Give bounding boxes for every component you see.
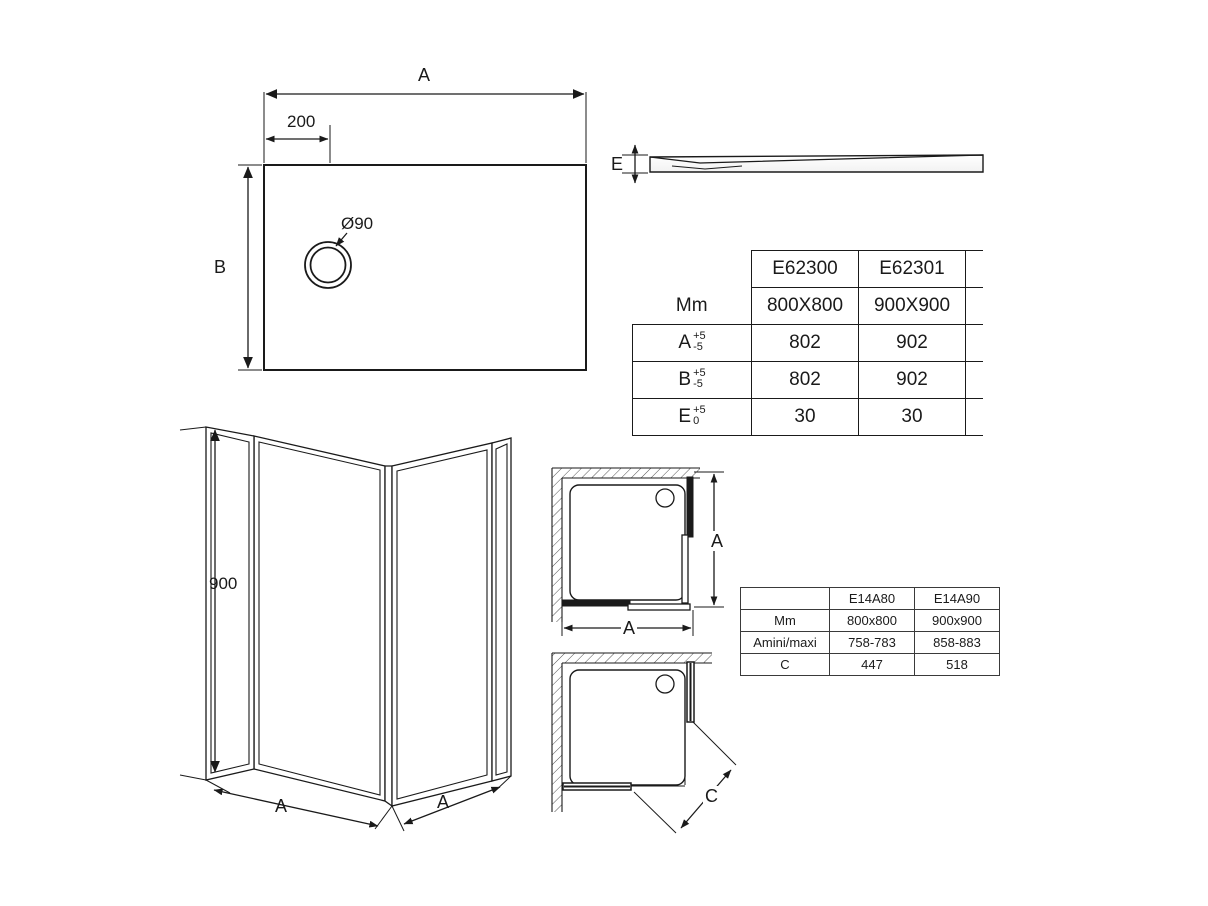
tolerance-stack: +5-5 xyxy=(693,329,706,353)
table-main-corner-blank xyxy=(633,251,752,288)
tray-dim-200-label: 200 xyxy=(287,112,316,131)
drain-diameter-label: Ø90 xyxy=(341,214,374,233)
table-main-size-2-cut xyxy=(965,287,983,325)
row-letter: A xyxy=(678,332,692,353)
table-main-row-1-label: B+5-5 xyxy=(632,361,752,399)
tray-section-body xyxy=(649,154,984,173)
row-letter: E xyxy=(678,406,692,427)
plan-top-wall-outline xyxy=(551,467,700,622)
dim-iso-a-right-ext2 xyxy=(391,805,405,832)
plan-bottom-dim-c-label: C xyxy=(703,786,720,806)
drain-inner-circle xyxy=(309,246,347,284)
table-sec-row-0-val-1: 858-883 xyxy=(914,631,1000,654)
dim-c-leader-upper xyxy=(692,721,737,766)
plan-bottom-wall-outline xyxy=(551,652,712,812)
plan-top-drain-icon xyxy=(655,488,675,508)
table-row: Amini/maxi 758-783 858-883 xyxy=(740,631,1000,654)
plan-top-dim-a-vertical-label: A xyxy=(709,531,726,551)
table-sec-unit-row: Mm 800x800 900x900 xyxy=(740,609,1000,632)
enclosure-corner-post xyxy=(384,465,393,808)
enclosure-width-right-label: A xyxy=(437,792,450,812)
table-row: A+5-5 802 902 xyxy=(632,324,983,362)
table-main-col-0-code: E62300 xyxy=(751,250,859,288)
drain-leader-line xyxy=(335,232,348,247)
enclosure-height-label: 900 xyxy=(209,574,238,593)
tolerance-upper: +5 xyxy=(693,329,706,342)
table-main-row-2-val-0: 30 xyxy=(751,398,859,436)
table-row: B+5-5 802 902 xyxy=(632,361,983,399)
table-main-col-1-code: E62301 xyxy=(858,250,966,288)
table-sec-row-1-label: C xyxy=(740,653,830,676)
plan-top-door-bottom-outer xyxy=(561,599,631,607)
table-sec-col-1-code: E14A90 xyxy=(914,587,1000,610)
tray-section-slope-top xyxy=(649,154,984,164)
dim-c-leader-lower xyxy=(633,791,677,834)
table-sec-size-0: 800x800 xyxy=(829,609,915,632)
table-main-row-1-val-2-cut xyxy=(965,361,983,399)
enclosure-width-left-label: A xyxy=(275,796,288,816)
table-main-header-row: E62300 E62301 xyxy=(633,250,983,288)
plan-top-dim-a-horizontal-label: A xyxy=(621,618,638,638)
enclosure-left-door-inner xyxy=(210,432,250,774)
table-main-row-0-val-0: 802 xyxy=(751,324,859,362)
plan-top-door-right-outer xyxy=(686,476,694,538)
table-main-row-1-val-1: 902 xyxy=(858,361,966,399)
tolerance-upper: +5 xyxy=(693,366,706,379)
table-sec-size-1: 900x900 xyxy=(914,609,1000,632)
table-main-unit-label: Mm xyxy=(632,287,752,325)
row-letter: B xyxy=(678,369,692,390)
dim-900-extline-bottom xyxy=(179,774,207,781)
enclosure-right-panel-inner xyxy=(396,449,488,800)
tolerance-lower: -5 xyxy=(693,340,703,353)
table-main-row-0-label: A+5-5 xyxy=(632,324,752,362)
table-sec-row-0-val-0: 758-783 xyxy=(829,631,915,654)
enclosure-left-panel-inner xyxy=(258,441,381,796)
table-sec-unit-label: Mm xyxy=(740,609,830,632)
plan-top-door-right-inner xyxy=(681,534,689,604)
table-main-row-0-val-1: 902 xyxy=(858,324,966,362)
table-main-size-0: 800X800 xyxy=(751,287,859,325)
plan-top-door-bottom-inner xyxy=(627,603,691,611)
tolerance-lower: 0 xyxy=(693,414,700,427)
plan-bottom-drain-icon xyxy=(655,674,675,694)
tolerance-lower: -5 xyxy=(693,377,703,390)
tolerance-stack: +5-5 xyxy=(693,366,706,390)
table-main-row-1-val-0: 802 xyxy=(751,361,859,399)
table-sec-row-0-label: Amini/maxi xyxy=(740,631,830,654)
tray-section-dim-e-label: E xyxy=(611,154,624,174)
table-sec-row-1-val-1: 518 xyxy=(914,653,1000,676)
dimension-table-main: E62300 E62301 Mm 800X800 900X900 A+5-5 8… xyxy=(632,250,983,436)
table-main-row-0-val-2-cut xyxy=(965,324,983,362)
table-main-row-2-val-1: 30 xyxy=(858,398,966,436)
table-sec-header-row: E14A80 E14A90 xyxy=(740,587,1000,610)
table-main-unit-row: Mm 800X800 900X900 xyxy=(632,287,983,325)
table-main-row-2-val-2-cut xyxy=(965,398,983,436)
dimension-table-secondary: E14A80 E14A90 Mm 800x800 900x900 Amini/m… xyxy=(740,587,1000,676)
dim-iso-a-right-line xyxy=(403,786,501,825)
tray-section-slope-inner xyxy=(671,165,743,170)
table-row: C 447 518 xyxy=(740,653,1000,676)
dim-iso-a-left-line xyxy=(213,788,379,828)
table-main-size-1: 900X900 xyxy=(858,287,966,325)
table-sec-row-1-val-0: 447 xyxy=(829,653,915,676)
tray-dim-a-label: A xyxy=(418,65,431,85)
table-sec-col-0-code: E14A80 xyxy=(829,587,915,610)
table-main-col-2-code-cut xyxy=(965,250,983,288)
tray-dim-b-label: B xyxy=(214,257,227,277)
enclosure-right-door-inner xyxy=(495,443,508,776)
table-sec-corner-blank xyxy=(740,587,830,610)
tolerance-upper: +5 xyxy=(693,403,706,416)
dim-900-extline-top xyxy=(179,426,207,431)
